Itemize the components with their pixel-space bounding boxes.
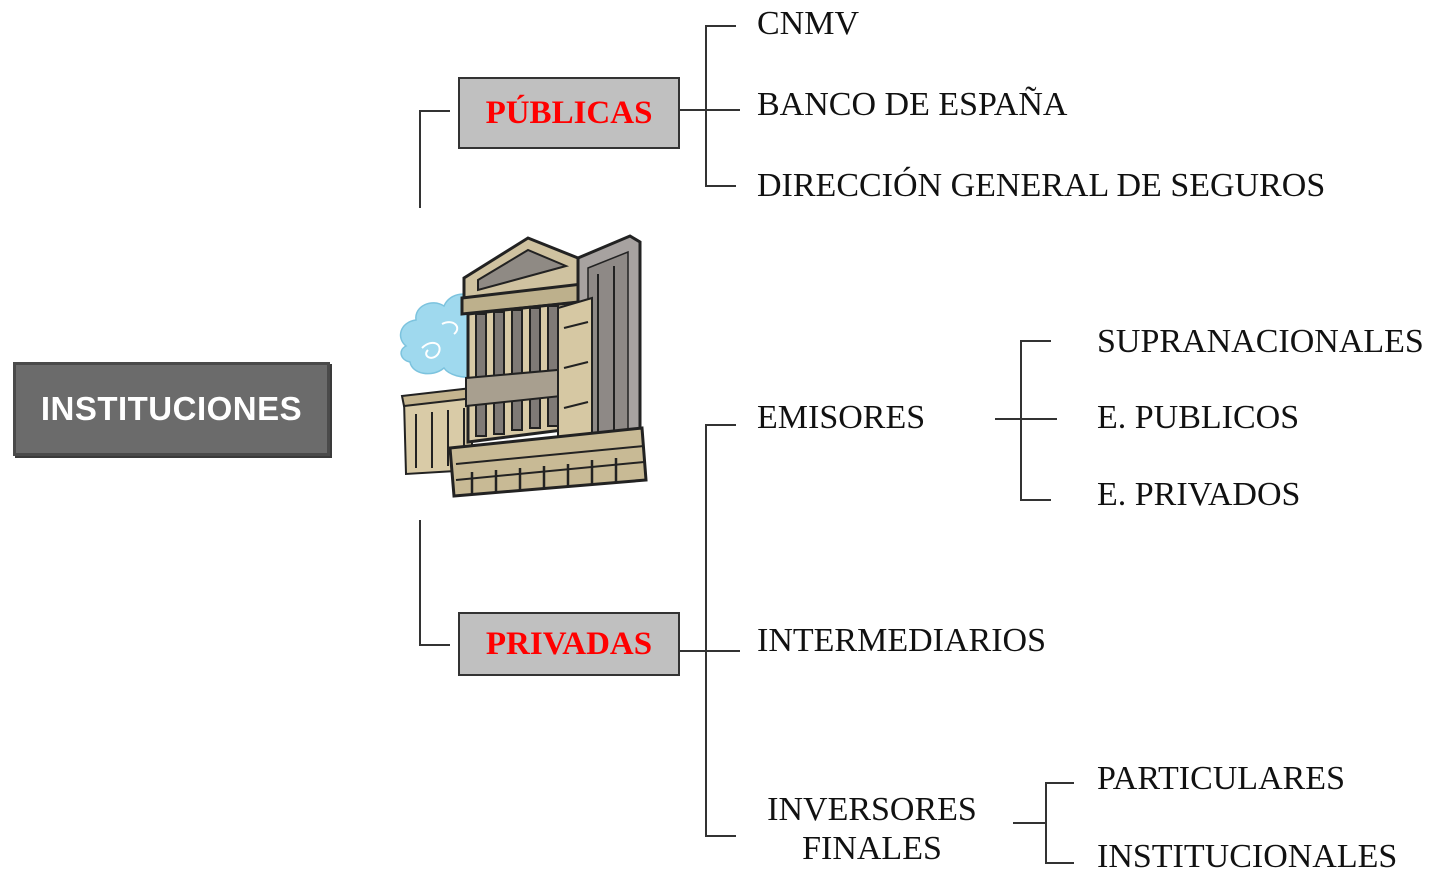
publicas-item-cnmv: CNMV xyxy=(757,5,860,42)
category-publicas: PÚBLICAS xyxy=(458,77,680,149)
category-privadas-label: PRIVADAS xyxy=(485,625,653,662)
cloud-swirl-icon xyxy=(399,293,479,379)
emisores-item-e-privados: E. PRIVADOS xyxy=(1097,476,1301,513)
privadas-item-inversores-line2: FINALES xyxy=(802,830,942,867)
emisores-item-e-publicos: E. PUBLICOS xyxy=(1097,399,1300,436)
privadas-item-intermediarios: INTERMEDIARIOS xyxy=(757,622,1046,659)
category-privadas: PRIVADAS xyxy=(458,612,680,676)
connector-inversores-bracket xyxy=(1045,782,1074,864)
connector-emisores-bracket xyxy=(1020,340,1051,501)
emisores-item-supranacionales: SUPRANACIONALES xyxy=(1097,323,1424,360)
connector-publicas-bracket xyxy=(705,25,736,187)
category-publicas-label: PÚBLICAS xyxy=(485,94,653,131)
publicas-item-banco-de-espana: BANCO DE ESPAÑA xyxy=(757,86,1068,123)
connector-root-privadas xyxy=(419,520,450,646)
connector-root-publicas xyxy=(419,110,450,208)
root-label: INSTITUCIONES xyxy=(40,390,303,427)
privadas-item-inversores-line1: INVERSORES xyxy=(767,791,977,828)
publicas-item-direccion-general-de-seguros: DIRECCIÓN GENERAL DE SEGUROS xyxy=(757,167,1326,204)
inversores-item-institucionales: INSTITUCIONALES xyxy=(1097,838,1398,872)
privadas-item-emisores: EMISORES xyxy=(757,399,926,436)
main-temple xyxy=(448,234,648,498)
connector-privadas-bracket xyxy=(705,424,736,837)
inversores-item-particulares: PARTICULARES xyxy=(1097,760,1345,797)
root-node-instituciones: INSTITUCIONES xyxy=(13,362,330,456)
bank-building-icon xyxy=(399,234,648,498)
